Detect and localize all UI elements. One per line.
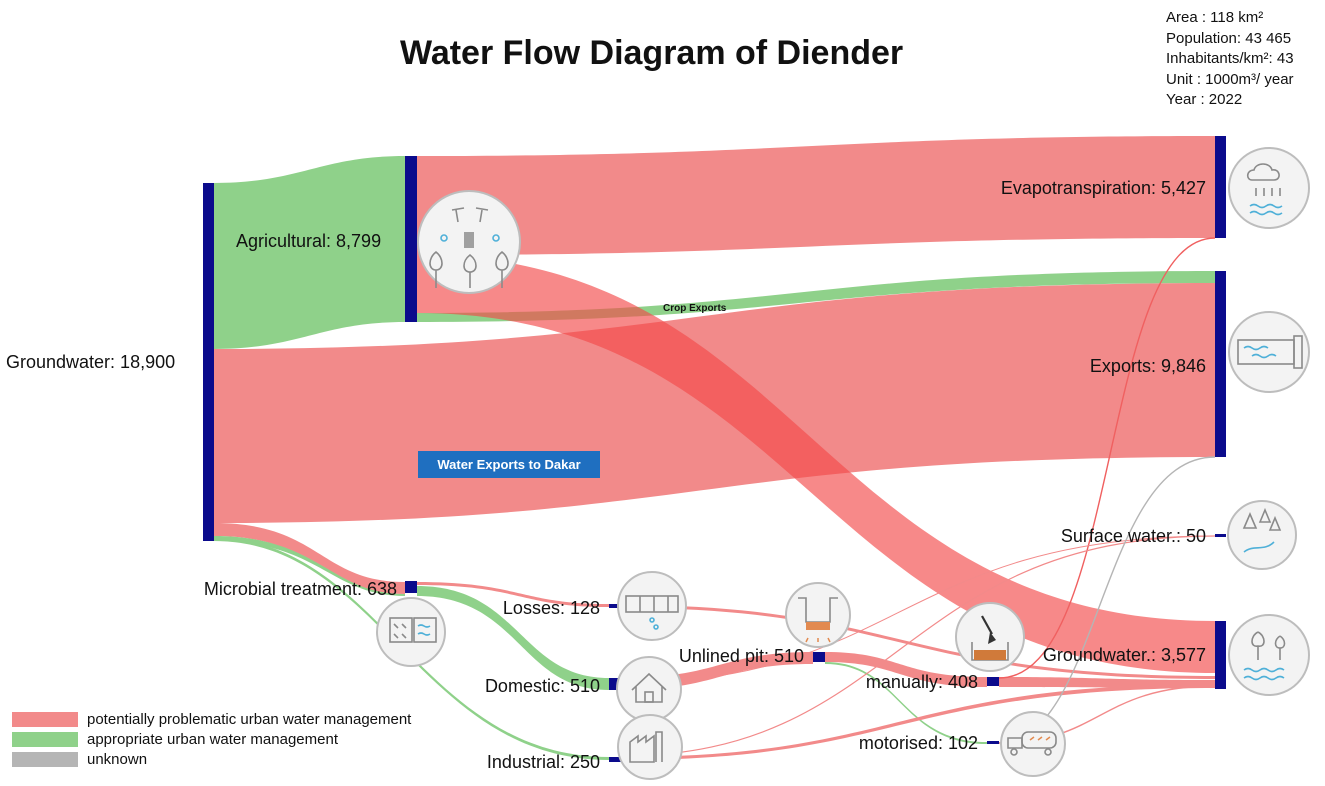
flow-industrial-surface (620, 535, 1216, 757)
label-microbial-treatment: Microbial treatment: 638 (204, 579, 397, 599)
node-exports (1215, 271, 1226, 457)
water-exports-box (418, 451, 600, 478)
info-area: Area : 118 km² (1166, 9, 1264, 26)
legend-item-appropriate: appropriate urban water management (12, 729, 411, 749)
groundwater-icon (1228, 614, 1310, 696)
label-groundwater-source: Groundwater: 18,900 (6, 352, 175, 372)
flow-pit-manually (825, 652, 987, 687)
flow-domestic-surface (620, 535, 1216, 684)
factory-icon (617, 714, 683, 780)
node-microbial-treatment (405, 581, 417, 593)
pit-icon (785, 582, 851, 648)
label-unlined-pit: Unlined pit: 510 (679, 646, 804, 666)
node-bars (203, 136, 1226, 762)
leaking-pipe-icon (617, 571, 687, 641)
pipe-icon (1228, 311, 1310, 393)
info-population: Population: 43 465 (1166, 29, 1292, 47)
node-evapotranspiration (1215, 136, 1226, 238)
shovel-icon (955, 602, 1025, 672)
node-groundwater-source (203, 183, 214, 541)
label-surface-water: Surface water.: 50 (1061, 526, 1206, 546)
label-motorised: motorised: 102 (859, 733, 978, 753)
label-manually: manually: 408 (866, 672, 978, 692)
truck-icon (1000, 711, 1066, 777)
node-motorised (987, 741, 999, 744)
crop-exports-label: Crop Exports (663, 303, 727, 314)
legend-swatch-unknown (12, 751, 78, 767)
legend-swatch-appropriate (12, 731, 78, 747)
flow-agricultural-groundwater (417, 255, 1215, 673)
node-surface-water (1215, 534, 1226, 537)
node-industrial (609, 757, 621, 762)
legend-item-unknown: unknown (12, 749, 411, 769)
info-density: Inhabitants/km²: 43 (1166, 50, 1294, 67)
label-agricultural: Agricultural: 8,799 (236, 231, 381, 251)
info-unit: Unit : 1000m³/ year (1166, 70, 1294, 88)
label-losses: Losses: 128 (503, 598, 600, 618)
flow-links (214, 136, 1216, 760)
legend-label-unknown: unknown (87, 750, 148, 768)
node-agricultural (405, 156, 417, 322)
node-unlined-pit (813, 652, 825, 662)
node-labels: Groundwater: 18,900 Agricultural: 8,799 … (6, 178, 1206, 772)
node-groundwater-sink (1215, 621, 1226, 689)
legend-item-problematic: potentially problematic urban water mana… (12, 709, 411, 729)
water-exports-label: Water Exports to Dakar (437, 457, 580, 472)
flow-microbial-losses (417, 582, 609, 607)
legend: potentially problematic urban water mana… (12, 709, 411, 769)
label-domestic: Domestic: 510 (485, 676, 600, 696)
legend-label-appropriate: appropriate urban water management (87, 730, 338, 748)
node-manually (987, 677, 999, 686)
river-icon (1227, 500, 1297, 570)
flow-agricultural-evapotranspiration (417, 136, 1215, 255)
node-losses (609, 604, 621, 608)
flow-manually-evapotranspiration (998, 237, 1216, 679)
irrigation-icon (417, 190, 521, 294)
label-exports: Exports: 9,846 (1090, 356, 1206, 376)
flow-microbial-domestic (417, 586, 609, 690)
flow-groundwater-agricultural (214, 156, 405, 349)
legend-label-problematic: potentially problematic urban water mana… (87, 710, 412, 728)
info-year: Year : 2022 (1166, 91, 1243, 108)
label-evapotranspiration: Evapotranspiration: 5,427 (1001, 178, 1206, 198)
info-box: Area : 118 km² Population: 43 465 Inhabi… (1166, 8, 1294, 111)
diagram-title: Water Flow Diagram of Diender (400, 34, 904, 72)
legend-swatch-problematic (12, 711, 78, 727)
label-groundwater-sink: Groundwater.: 3,577 (1043, 645, 1206, 665)
house-icon (616, 656, 682, 722)
treatment-icon (376, 597, 446, 667)
evaporation-icon (1228, 147, 1310, 229)
label-industrial: Industrial: 250 (487, 752, 600, 772)
